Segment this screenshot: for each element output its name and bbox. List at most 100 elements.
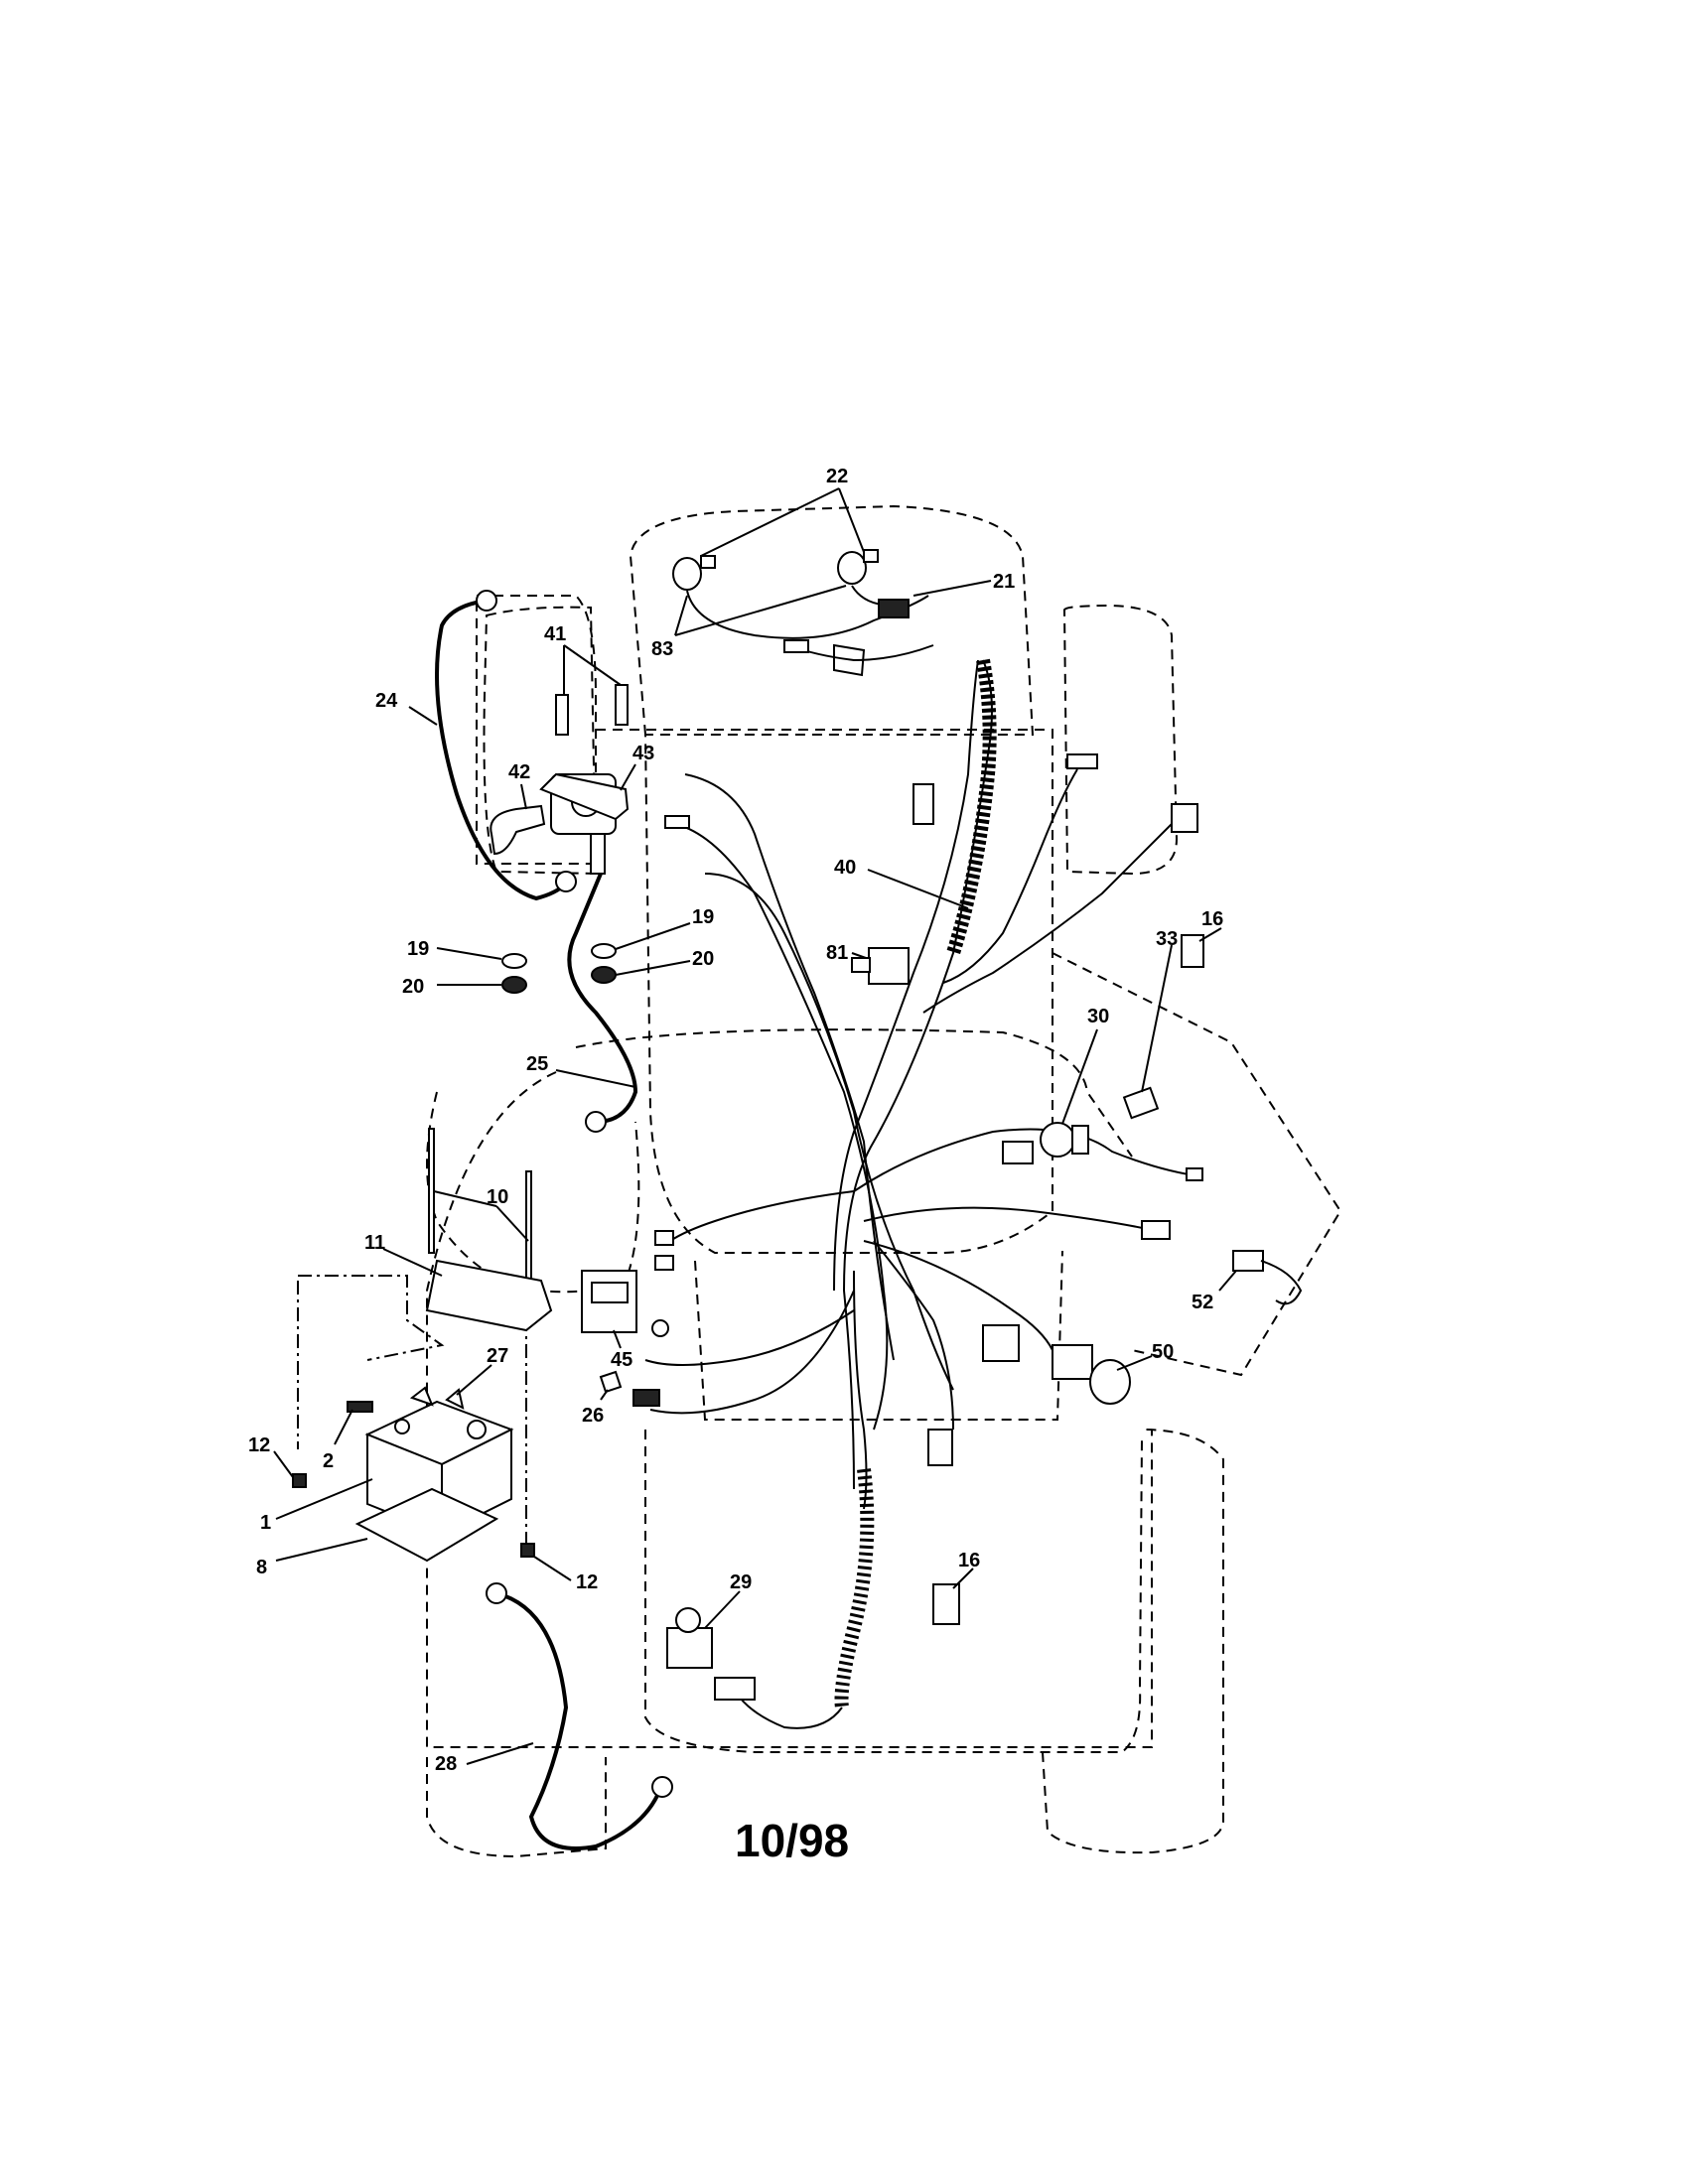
- harness-strand-1: [842, 659, 993, 1490]
- nut-12-left: [292, 1473, 307, 1488]
- leader-30: [1061, 1028, 1098, 1125]
- connector-12: [912, 783, 934, 825]
- harness-strand-6: [704, 873, 954, 1391]
- leader-27: [456, 1364, 492, 1396]
- fender-right-outline: [1052, 952, 1342, 1377]
- cable-28-ring-bottom: [651, 1776, 673, 1798]
- callout-11: 11: [364, 1232, 385, 1254]
- callout-52: 52: [1192, 1292, 1213, 1313]
- callout-24: 24: [375, 690, 398, 712]
- hardware-stack-right: [591, 943, 617, 984]
- solenoid-screw-left: [555, 694, 569, 736]
- frame-center-outline: [694, 1250, 1063, 1421]
- harness-strand-4: [684, 773, 895, 1361]
- callout-30: 30: [1087, 1006, 1109, 1027]
- front-wheel-right-outline: [1063, 604, 1179, 876]
- switch-50-knob: [1089, 1359, 1131, 1405]
- switch-29-body: [666, 1627, 713, 1669]
- ammeter-face: [591, 1282, 629, 1303]
- cable-24-ring-top: [476, 590, 497, 612]
- leader-2: [334, 1409, 353, 1445]
- cable-24-ring-bottom: [555, 871, 577, 892]
- connector-11: [654, 1255, 674, 1271]
- bulb-right: [863, 549, 879, 563]
- frame-front-outline: [596, 729, 1053, 1254]
- tractor-outline: [297, 504, 1342, 1858]
- connector-1: [1066, 753, 1098, 769]
- callout-16-upper: 16: [1201, 908, 1223, 930]
- tray-body: [354, 1487, 499, 1563]
- harness-strand-5: [674, 823, 889, 1431]
- harness-strand-13: [942, 768, 1078, 984]
- cable-28-ring-top: [486, 1582, 507, 1604]
- connector-5: [1002, 1141, 1034, 1164]
- harness-loom: [946, 658, 997, 956]
- leader-83-left: [674, 595, 688, 636]
- callout-43: 43: [632, 743, 654, 764]
- fuse-holder: [632, 1389, 660, 1407]
- leader-10-left: [433, 1190, 497, 1207]
- callout-33: 33: [1156, 928, 1178, 950]
- switch-16-body-lower: [932, 1583, 960, 1625]
- washer-19-right: [591, 943, 617, 959]
- hardware-stack-left: [501, 953, 527, 994]
- callout-22: 22: [826, 466, 848, 487]
- solenoid-bracket: [539, 772, 630, 821]
- leader-11: [382, 1248, 443, 1277]
- leader-81: [851, 952, 867, 959]
- callout-50: 50: [1152, 1341, 1174, 1363]
- leader-16-upper: [1198, 927, 1222, 942]
- plunger-switch-29: [666, 1607, 713, 1669]
- rear-wheel-left-outline: [426, 1757, 607, 1858]
- callout-41: 41: [544, 623, 566, 645]
- callout-81: 81: [826, 942, 848, 964]
- callout-26: 26: [582, 1405, 604, 1427]
- leader-12-left: [273, 1450, 294, 1478]
- callout-27: 27: [487, 1345, 508, 1367]
- ignition-body: [1040, 1122, 1075, 1158]
- leader-lines: [273, 487, 1237, 1765]
- harness-strand-10: [669, 1190, 855, 1242]
- date-code: 10/98: [735, 1815, 849, 1866]
- callout-8: 8: [256, 1557, 267, 1578]
- cable-25: [567, 873, 638, 1124]
- leader-52: [1218, 1270, 1237, 1292]
- callout-28: 28: [435, 1753, 457, 1775]
- leader-26: [600, 1389, 609, 1401]
- leader-19-left: [436, 947, 502, 960]
- leader-8: [275, 1538, 368, 1562]
- switch-33-body: [1122, 1086, 1160, 1120]
- callout-19-left: 19: [407, 938, 429, 960]
- harness-strand-11: [644, 1309, 855, 1366]
- callout-25: 25: [526, 1053, 548, 1075]
- leader-43: [620, 763, 636, 791]
- callout-29: 29: [730, 1571, 752, 1593]
- solenoid-area-outline: [476, 595, 597, 865]
- battery-post-pos: [467, 1420, 487, 1439]
- callout-45: 45: [611, 1349, 632, 1371]
- relay-body: [868, 947, 910, 985]
- callout-19-right: 19: [692, 906, 714, 928]
- bolt-2: [347, 1401, 373, 1413]
- callout-40: 40: [834, 857, 856, 879]
- solenoid-stud: [590, 833, 606, 875]
- rear-body-outline: [426, 1071, 1153, 1748]
- hood-outline: [629, 504, 1035, 736]
- leader-25: [555, 1069, 636, 1088]
- battery-post-neg: [394, 1419, 410, 1434]
- leader-29: [704, 1590, 741, 1629]
- rear-wheel-right-outline: [1042, 1429, 1224, 1854]
- seat-switch-16-lower: [932, 1583, 960, 1625]
- callout-1: 1: [260, 1512, 271, 1534]
- nut-20-left: [501, 976, 527, 994]
- battery-tray-8: [354, 1487, 499, 1563]
- seat-area-outline: [644, 1430, 1143, 1753]
- headlight-left: [672, 557, 702, 591]
- headlight-connector: [878, 599, 910, 618]
- leader-41-right: [563, 644, 622, 686]
- ignition-back: [1071, 1125, 1089, 1155]
- callout-10: 10: [487, 1186, 508, 1208]
- fuse-26: [599, 1370, 660, 1407]
- ignition-switch-30: [1040, 1122, 1089, 1158]
